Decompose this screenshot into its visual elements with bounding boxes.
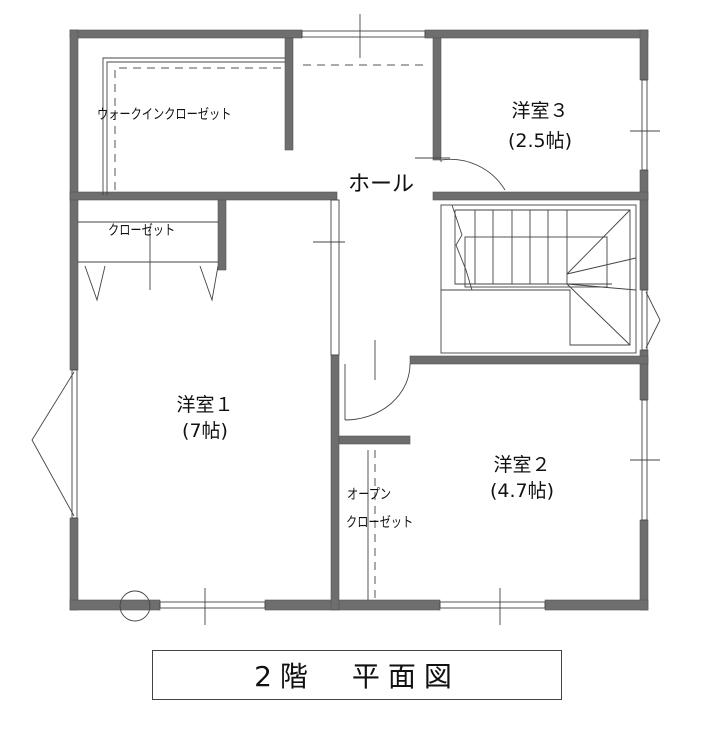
hall-label: ホール (348, 172, 415, 197)
walk-in-closet-label: ウォークインクローゼット (97, 107, 232, 123)
interior-walls (69, 37, 649, 611)
staircase (440, 204, 637, 354)
western-room-1-name: 洋室１ (176, 394, 234, 416)
western-room-1-size: (7帖) (182, 420, 228, 442)
western-room-2-size: (4.7帖) (489, 480, 555, 502)
western-room-3-size: (2.5帖) (507, 130, 573, 152)
closet-lines (78, 57, 450, 600)
western-room-2-name: 洋室２ (493, 454, 551, 476)
western-room-3-name: 洋室３ (511, 100, 569, 122)
windows (31, 14, 661, 625)
doors (344, 158, 506, 421)
open-closet-label-line1: オープン (347, 487, 392, 503)
open-closet-label-line2: クローゼット (346, 515, 414, 531)
closet-label: クローゼット (108, 223, 176, 239)
plan-title: 2階 平面図 (152, 650, 562, 700)
